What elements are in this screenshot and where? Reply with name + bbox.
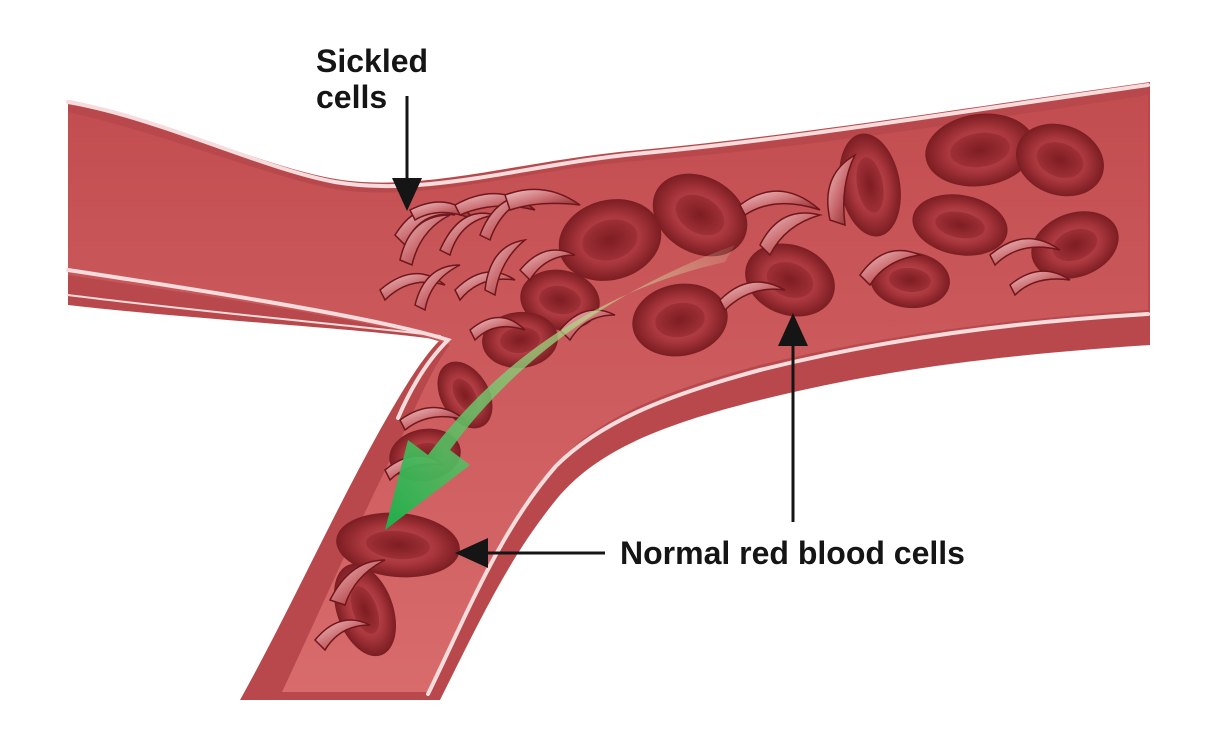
vessel-wall-highlights	[66, 83, 1150, 696]
sickled-label-line1: Sickled	[316, 43, 429, 79]
pointer-arrows	[392, 96, 808, 568]
normal-cells-label: Normal red blood cells	[620, 535, 965, 571]
sickled-label-line2: cells	[316, 78, 388, 115]
sickled-cells	[313, 153, 1071, 652]
vessel-lumen	[68, 95, 1148, 692]
sickled-cells-label: Sickled cells	[316, 43, 429, 116]
normal-cells	[333, 113, 1119, 657]
blocked-flow-arrow-icon	[385, 245, 735, 530]
